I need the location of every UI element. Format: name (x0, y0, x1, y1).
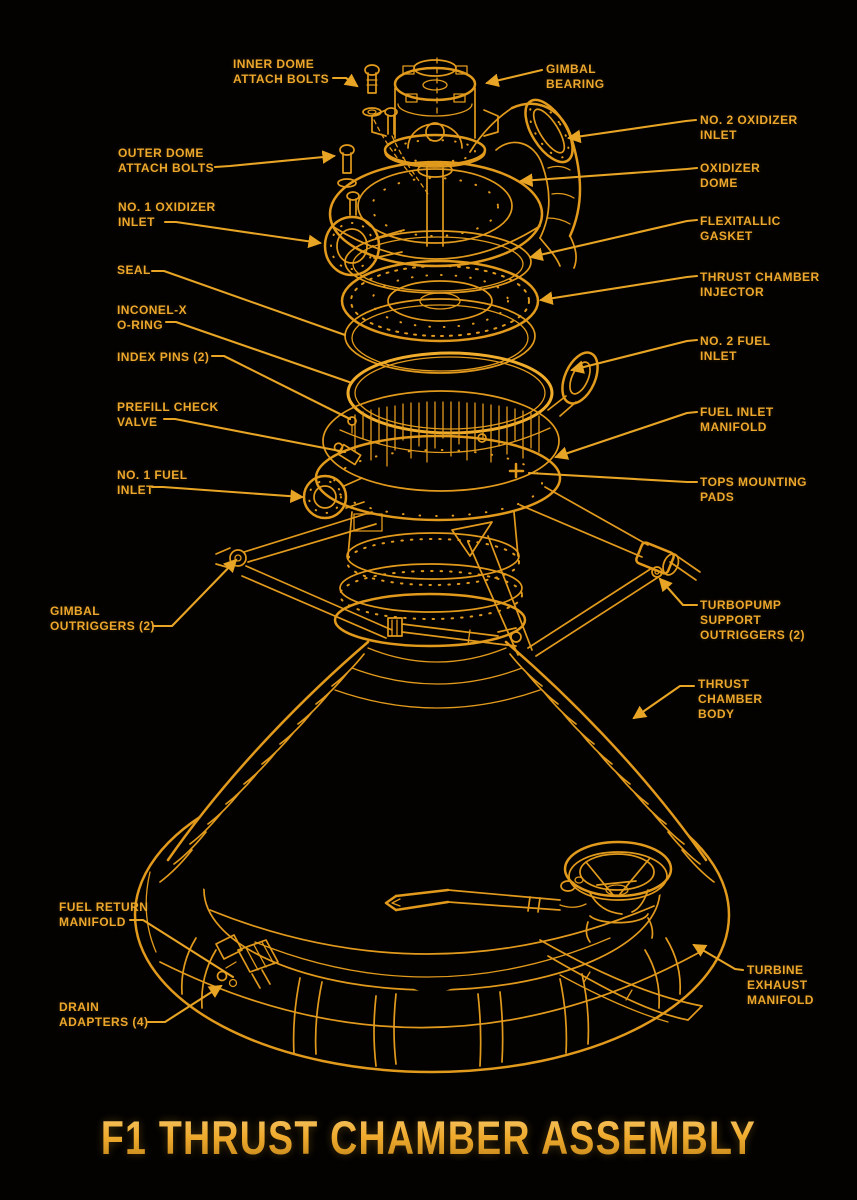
turbine-inlet-drawing (563, 840, 673, 943)
fuel-inlet-2-drawing (547, 351, 599, 417)
label-thrust-chamber-injector: THRUST CHAMBER INJECTOR (700, 270, 820, 299)
label-oxidizer-dome: OXIDIZER DOME (700, 161, 761, 190)
label-no-2-oxidizer-inlet: NO. 2 OXIDIZER INLET (700, 113, 798, 142)
leader-lines (128, 68, 745, 1024)
igniter-line-drawing (384, 876, 587, 913)
label-turbopump-support-outriggers: TURBOPUMP SUPPORT OUTRIGGERS (2) (700, 598, 805, 642)
label-no-1-oxidizer-inlet: NO. 1 OXIDIZER INLET (118, 200, 216, 229)
fuel-manifold-drawing (314, 390, 562, 532)
label-drain-adapters: DRAIN ADAPTERS (4) (59, 1000, 149, 1029)
label-inconel-x-o-ring: INCONEL-X O-RING (117, 303, 188, 332)
poster-title-text: F1 THRUST CHAMBER ASSEMBLY (100, 1111, 757, 1164)
label-inner-dome-attach-bolts: INNER DOME ATTACH BOLTS (233, 57, 330, 86)
label-gimbal-bearing: GIMBAL BEARING (546, 62, 605, 91)
poster-title: F1 THRUST CHAMBER ASSEMBLY (0, 1110, 857, 1165)
label-fuel-inlet-manifold: FUEL INLET MANIFOLD (700, 405, 774, 434)
label-seal: SEAL (117, 263, 151, 277)
label-fuel-return-manifold: FUEL RETURN MANIFOLD (59, 900, 149, 929)
o-ring-drawing (346, 351, 554, 435)
fuel-inlet-1-drawing (302, 474, 365, 520)
gimbal-bearing-drawing (371, 57, 499, 168)
label-thrust-chamber-body: THRUST CHAMBER BODY (698, 677, 763, 721)
label-index-pins: INDEX PINS (2) (117, 350, 210, 364)
prefill-check-valve-drawing (333, 442, 362, 466)
attach-bolts-drawing (337, 64, 429, 216)
label-no-1-fuel-inlet: NO. 1 FUEL INLET (117, 468, 188, 497)
label-flexitallic-gasket: FLEXITALLIC GASKET (700, 214, 781, 243)
drain-adapters-drawing (215, 934, 279, 989)
label-no-2-fuel-inlet: NO. 2 FUEL INLET (700, 334, 771, 363)
exhaust-pipe-drawing (539, 939, 703, 1023)
injector-drawing (340, 259, 540, 343)
nozzle-throat-drawing (333, 511, 527, 648)
oxidizer-dome-drawing (328, 160, 544, 268)
label-turbine-exhaust-manifold: TURBINE EXHAUST MANIFOLD (747, 963, 814, 1007)
label-tops-mounting-pads: TOPS MOUNTING PADS (700, 475, 807, 504)
label-prefill-check-valve: PREFILL CHECK VALVE (117, 400, 219, 429)
outriggers-drawing (215, 486, 701, 657)
thrust-chamber-body-drawing (159, 640, 715, 996)
label-gimbal-outriggers: GIMBAL OUTRIGGERS (2) (50, 604, 155, 633)
label-outer-dome-attach-bolts: OUTER DOME ATTACH BOLTS (118, 146, 215, 175)
